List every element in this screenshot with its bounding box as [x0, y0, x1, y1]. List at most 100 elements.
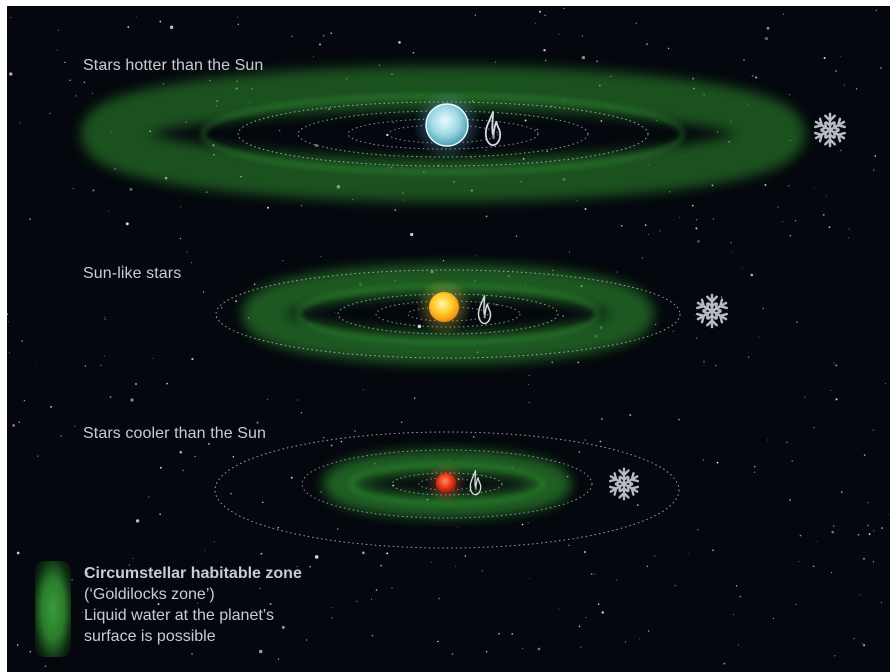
background-star [202, 291, 205, 293]
background-star [639, 638, 641, 640]
background-star [12, 424, 15, 427]
background-star [747, 356, 750, 358]
background-star [18, 421, 20, 423]
background-star [646, 43, 648, 46]
background-star [362, 551, 365, 555]
background-star [767, 439, 769, 441]
background-star [583, 550, 586, 554]
background-star [162, 83, 165, 85]
background-star [743, 58, 745, 61]
background-star [300, 204, 303, 207]
legend: Circumstellar habitable zone (‘Goldilock… [84, 563, 302, 647]
background-star [113, 595, 115, 597]
background-star [498, 632, 501, 635]
background-star [581, 55, 586, 60]
background-star [789, 499, 791, 501]
background-star [378, 64, 381, 66]
background-star [616, 579, 618, 581]
background-star [23, 399, 26, 402]
background-star [314, 555, 319, 559]
background-star [392, 122, 394, 124]
background-star [259, 587, 261, 589]
background-star [277, 658, 280, 660]
background-star [9, 72, 13, 76]
background-star [543, 49, 546, 52]
legend-line-2: surface is possible [84, 628, 216, 645]
background-star [863, 644, 866, 647]
orbit-hot-1 [387, 124, 499, 144]
background-star [82, 611, 83, 613]
background-star [375, 589, 378, 591]
background-star [568, 544, 570, 547]
background-star [545, 59, 547, 62]
background-star [562, 315, 564, 317]
orbit-sunlike-4 [215, 269, 681, 359]
background-star [678, 418, 680, 421]
background-star [470, 156, 472, 158]
background-star [720, 296, 723, 298]
background-star [762, 307, 764, 310]
background-star [654, 555, 656, 557]
star-hot [425, 103, 469, 147]
background-star [237, 16, 238, 18]
orbit-hot-2 [347, 118, 539, 150]
background-star [297, 399, 299, 401]
background-star [438, 597, 440, 600]
background-star [60, 435, 62, 437]
background-star [179, 450, 183, 454]
background-star [789, 234, 792, 237]
background-star [104, 318, 106, 320]
background-star [794, 220, 797, 222]
background-star [394, 209, 397, 212]
background-star [672, 330, 675, 332]
background-star [694, 314, 696, 316]
background-star [312, 56, 314, 58]
background-star [191, 358, 194, 361]
background-star [148, 496, 150, 498]
background-star [282, 260, 284, 262]
background-star [558, 608, 560, 610]
background-star [848, 228, 850, 230]
background-star [766, 26, 770, 30]
background-star [872, 561, 875, 563]
background-star [300, 412, 303, 414]
background-star [157, 603, 160, 606]
background-star [320, 491, 323, 493]
background-star [730, 251, 732, 253]
background-star [44, 665, 47, 668]
background-star [584, 439, 587, 441]
background-star [537, 647, 541, 651]
background-star [840, 149, 842, 152]
background-star [135, 16, 137, 18]
background-star [190, 262, 193, 264]
background-star [782, 221, 784, 222]
background-star [256, 421, 259, 424]
background-star [191, 653, 193, 655]
background-star [735, 585, 738, 587]
background-star [647, 234, 649, 236]
background-star [35, 361, 37, 363]
background-star [544, 14, 546, 17]
background-star [340, 440, 343, 443]
orbit-sunlike-2 [375, 300, 521, 328]
background-star [180, 206, 182, 208]
background-star [601, 611, 604, 614]
background-star [798, 560, 800, 563]
background-star [584, 208, 587, 210]
system-hot [81, 66, 846, 202]
background-star [641, 257, 643, 259]
background-star [64, 61, 66, 64]
background-star [714, 364, 717, 367]
background-star [83, 81, 85, 83]
background-star [331, 617, 333, 619]
background-star [832, 525, 835, 527]
background-star [813, 186, 815, 188]
background-star [474, 14, 476, 16]
background-star [132, 558, 134, 559]
background-star [164, 62, 166, 65]
background-star [521, 523, 524, 526]
background-star [528, 578, 530, 580]
background-star [74, 425, 76, 427]
habitable-zone-hot [81, 66, 805, 202]
background-star [597, 603, 600, 605]
